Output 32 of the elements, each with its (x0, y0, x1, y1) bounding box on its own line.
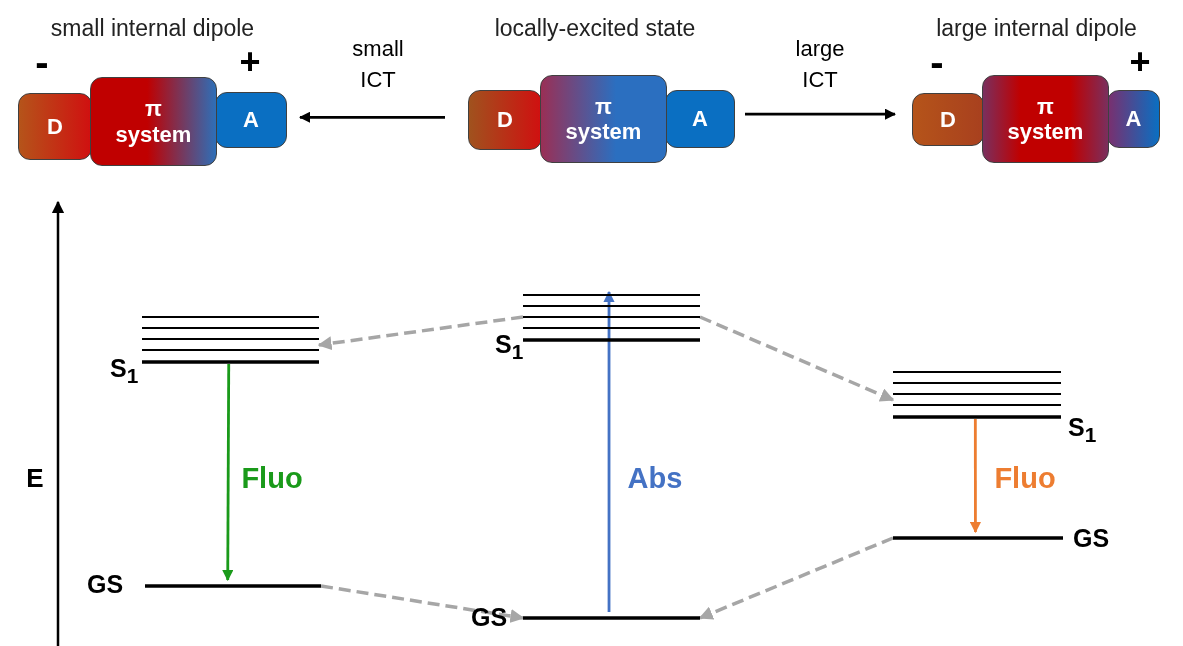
axis-label: E (26, 462, 44, 494)
charge-sign: - (930, 39, 944, 85)
level-label: S$_{1}$ (495, 330, 524, 364)
pi-system-block: π system (982, 75, 1109, 163)
donor-block: D (18, 93, 92, 160)
donor-block: D (468, 90, 542, 150)
arrow (699, 315, 895, 402)
arrow (222, 364, 234, 582)
arrow (320, 584, 525, 623)
donor-block: D (912, 93, 984, 146)
level-label: GS (1073, 524, 1110, 553)
level-label: S$_{1}$ (110, 354, 139, 388)
state-title: small internal dipole (49, 15, 256, 42)
charge-sign: + (239, 41, 261, 83)
arrow (603, 290, 615, 612)
level-label: GS (471, 603, 508, 632)
arrow (698, 536, 894, 620)
charge-sign: + (1129, 41, 1151, 83)
arrow (317, 315, 524, 351)
acceptor-block: A (665, 90, 735, 148)
arrow (745, 108, 897, 120)
pi-system-block: π system (540, 75, 667, 163)
charge-sign: - (35, 39, 49, 85)
state-title: locally-excited state (493, 15, 697, 42)
level-label: S$_{1}$ (1068, 413, 1097, 447)
arrow (298, 111, 445, 123)
pi-system-block: π system (90, 77, 217, 166)
arrow (969, 419, 982, 534)
level-label: GS (87, 570, 124, 599)
acceptor-block: A (1107, 90, 1160, 148)
acceptor-block: A (215, 92, 287, 148)
state-title: large internal dipole (935, 15, 1138, 42)
